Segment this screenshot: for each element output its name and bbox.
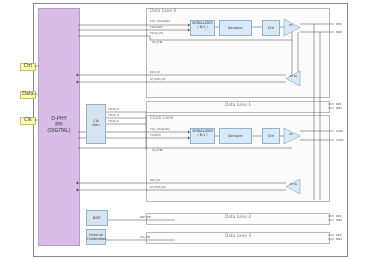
data-lane-2-title: Data Lane 2	[225, 215, 252, 220]
lane0-sampler-block: Sampler	[219, 20, 252, 36]
clkgen-signal-out1: TXCLK_P	[108, 108, 119, 111]
lane0-signal-out1: RxD_RX	[150, 71, 161, 74]
lane0-signal-out2: LP_DATA_RX	[150, 78, 166, 81]
lane0-ctrl-block: Ctrl	[262, 20, 280, 36]
clock-generator-label-1: Clk	[93, 119, 99, 123]
clk-serializer-label: SERIALIZER	[192, 129, 213, 133]
clk-serializer-block: SERIALIZER / 8:1 /	[190, 128, 215, 144]
lane3-pin-n: DN3	[336, 237, 343, 241]
ppi-label-line1: D-PHY	[51, 116, 67, 122]
lane2-pin-n: DN2	[336, 218, 343, 222]
clock-generator-block: Clk Gen	[86, 104, 106, 144]
ctrl-input-label: Ctrl	[20, 63, 36, 71]
lane0-serializer-label: SERIALIZER	[192, 21, 213, 25]
bist-signal: BIST_EN	[140, 216, 151, 219]
clk-ctrl-block: Ctrl	[262, 128, 280, 144]
calibration-label-1: Internal	[89, 233, 103, 237]
clk-pin-p: CLKP	[336, 129, 344, 133]
lane2-pin-p: DP2	[336, 214, 342, 218]
lane0-signal-in2: TxDataHS	[150, 26, 163, 29]
lane0-pin-n: DN0	[336, 30, 343, 34]
clk-signal-out1: RxD_RX	[150, 179, 161, 182]
ppi-digital-block: D-PHY PPI (DIGITAL)	[38, 8, 80, 246]
clk-serializer-sub: / 8:1 /	[197, 133, 208, 137]
data-lane-1-title: Data Lane 1	[225, 103, 252, 108]
bist-block: BIST	[86, 210, 108, 226]
clock-generator-label-2: Gen	[92, 123, 100, 127]
clk-sampler-block: Sampler	[219, 128, 252, 144]
clk-signal-out2: LP_DATA_RX	[150, 186, 166, 189]
lane0-pin-p: DP0	[336, 22, 342, 26]
clk-signal-in2: TxClkHS	[150, 134, 161, 137]
lane0-serializer-sub: / 8:1 /	[197, 25, 208, 29]
clk-input-label: Clk	[20, 117, 36, 125]
lane0-lp-rx-label: LP Rx	[289, 75, 298, 78]
calibration-block: Internal Calibration	[86, 229, 107, 245]
data-input-label: Data	[20, 91, 36, 99]
clk-signal-lp-ctrl: LP_CTRL	[152, 149, 163, 152]
data-lane-2-region	[146, 213, 330, 225]
ppi-label-line2: PPI	[55, 122, 63, 128]
lane0-signal-in3: TxCLK_HS	[150, 32, 163, 35]
calibration-label-2: Calibration	[87, 237, 107, 241]
lane0-serializer-block: SERIALIZER / 8:1 /	[190, 20, 215, 36]
data-lane-0-title: Data Lane 0	[150, 9, 177, 14]
clk-hs-driver-label: HS	[289, 133, 293, 136]
clk-signal-in1: TxD_TxDataEsc	[150, 128, 171, 131]
data-lane-3-title: Data Lane 3	[225, 234, 252, 239]
clk-lp-rx-label: LP Rx	[289, 183, 298, 186]
lane0-hs-driver-label: HS	[289, 24, 293, 27]
data-lane-1-region	[146, 101, 330, 113]
cal-signal: CAL_EN	[140, 236, 150, 239]
clk-pin-n: CLKN	[336, 138, 344, 142]
lane0-signal-in1: TxD_TxDataEsc	[150, 20, 171, 23]
clock-lane-title: Clock Lane	[150, 116, 174, 121]
lane1-pin-n: DN1	[336, 106, 343, 110]
data-lane-3-region	[146, 232, 330, 244]
ppi-label-line3: (DIGITAL)	[47, 128, 71, 134]
clkgen-signal-out2: TXCLK_N	[108, 114, 120, 117]
lane0-signal-lp-ctrl: LP_CTRL	[152, 41, 163, 44]
lane3-pin-p: DP3	[336, 233, 342, 237]
lane1-pin-p: DP1	[336, 102, 342, 106]
clkgen-signal-out3: TXCLK_E	[108, 120, 120, 123]
